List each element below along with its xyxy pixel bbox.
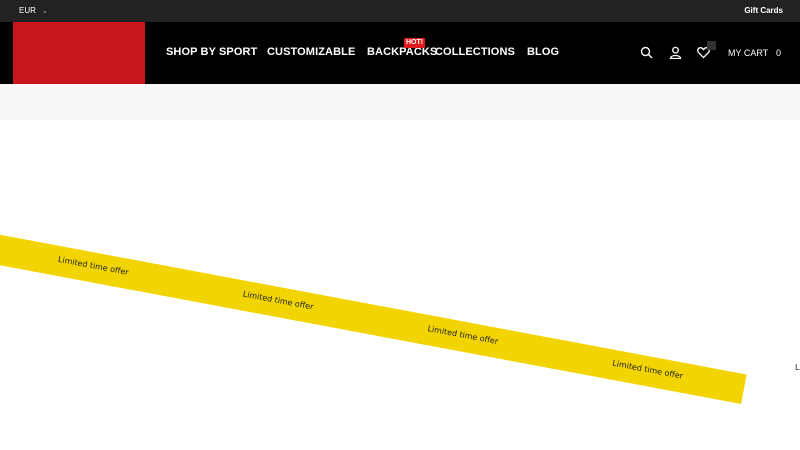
main-header: SHOP BY SPORT CUSTOMIZABLE BACKPACKS HOT… — [0, 22, 800, 84]
nav-collections[interactable]: COLLECTIONS — [435, 46, 515, 58]
currency-selector[interactable]: EUR ⌄ — [19, 6, 48, 15]
nav-blog[interactable]: BLOG — [527, 46, 560, 58]
hot-badge: HOT! — [404, 38, 426, 48]
search-icon[interactable] — [640, 46, 654, 60]
currency-label: EUR — [19, 6, 36, 15]
nav-shop-by-sport[interactable]: SHOP BY SPORT — [166, 46, 258, 58]
ribbon-text: Limited time offer — [611, 358, 684, 381]
ribbon-text: Limited time offer — [57, 254, 130, 277]
my-cart-link[interactable]: MY CART — [728, 48, 769, 58]
logo[interactable] — [13, 22, 145, 84]
top-bar: EUR ⌄ Gift Cards — [0, 0, 800, 22]
promo-ribbon: Limited time offer Limited time offer Li… — [0, 231, 747, 404]
ribbon-text: Limited time offer — [242, 289, 315, 312]
ribbon-text: Limited time offer — [426, 324, 499, 347]
ribbon-overflow-text: L — [795, 363, 800, 372]
nav-backpacks[interactable]: BACKPACKS — [367, 46, 438, 58]
gift-cards-link[interactable]: Gift Cards — [744, 6, 783, 15]
user-icon[interactable] — [669, 46, 683, 60]
nav-customizable[interactable]: CUSTOMIZABLE — [267, 46, 356, 58]
breadcrumb-bar — [0, 84, 800, 120]
wishlist-count-badge — [707, 41, 716, 50]
chevron-down-icon: ⌄ — [41, 7, 48, 15]
cart-count: 0 — [776, 48, 782, 58]
